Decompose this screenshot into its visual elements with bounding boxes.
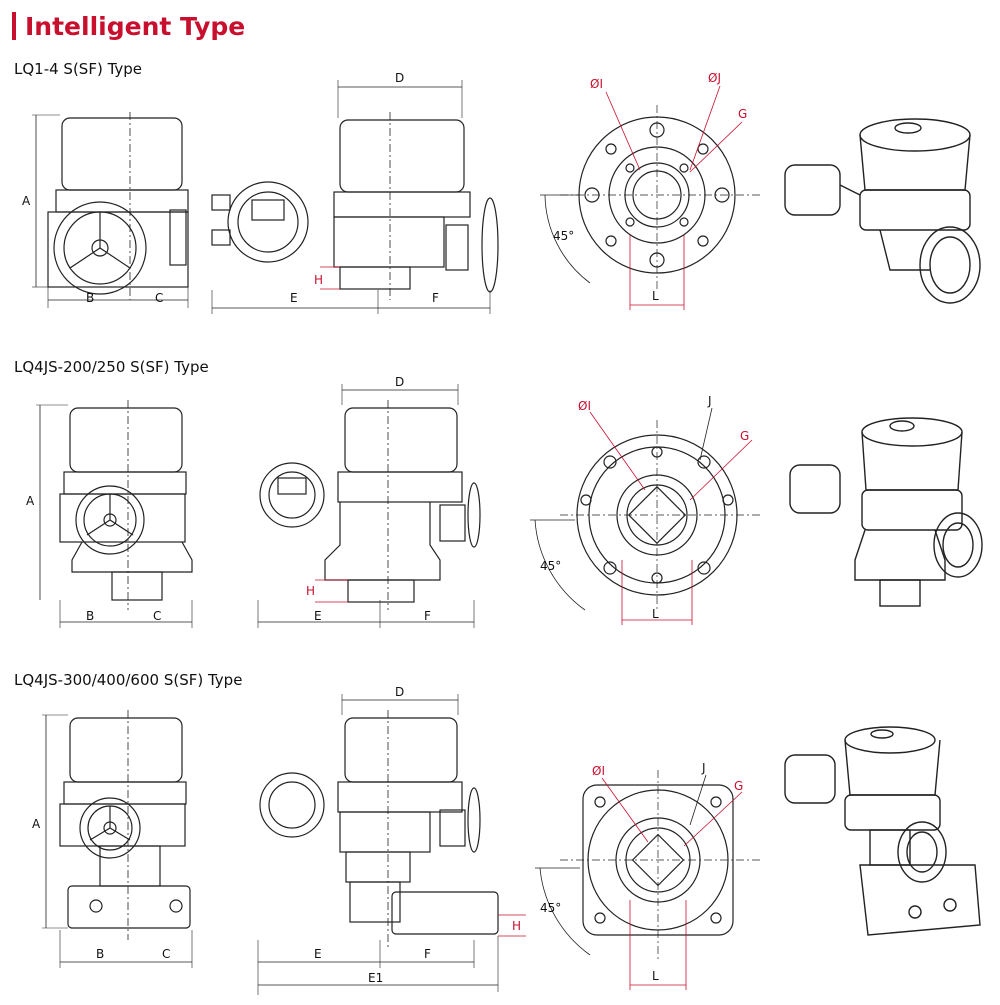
- section-title-1: LQ1-4 S(SF) Type: [14, 60, 143, 78]
- section1-3d-render: [784, 118, 981, 304]
- s2-dim-J: J: [707, 394, 712, 408]
- s2-dim-H: H: [306, 584, 315, 598]
- s3-dim-I: ØI: [592, 764, 605, 778]
- s3-dim-G: G: [734, 779, 743, 793]
- section3-flange-view: [535, 770, 760, 990]
- s2-dim-E: E: [314, 609, 322, 623]
- s3-dim-F: F: [424, 947, 431, 961]
- page-header: Intelligent Type: [12, 10, 245, 42]
- s2-dim-F: F: [424, 609, 431, 623]
- s3-dim-angle: 45°: [540, 901, 561, 915]
- section-title-3: LQ4JS-300/400/600 S(SF) Type: [14, 671, 243, 689]
- section-title-2: LQ4JS-200/250 S(SF) Type: [14, 358, 209, 376]
- s3-dim-L: L: [652, 969, 659, 983]
- section2-flange-view: [530, 407, 760, 625]
- s1-dim-angle: 45°: [553, 229, 574, 243]
- s2-dim-angle: 45°: [540, 559, 561, 573]
- s3-dim-C: C: [162, 947, 170, 961]
- s1-dim-L: L: [652, 289, 659, 303]
- section2-3d-render: [789, 417, 983, 607]
- page-title: Intelligent Type: [25, 11, 246, 41]
- section1-front-view: [32, 112, 189, 308]
- s3-dim-E1: E1: [368, 971, 383, 985]
- s2-dim-L: L: [652, 607, 659, 621]
- section2-front-view: [36, 400, 193, 628]
- s2-dim-A: A: [26, 494, 35, 508]
- s1-dim-E: E: [290, 291, 298, 305]
- s1-dim-B: B: [86, 291, 94, 305]
- s1-dim-C: C: [155, 291, 163, 305]
- s2-dim-B: B: [86, 609, 94, 623]
- s2-dim-G: G: [740, 429, 749, 443]
- section1-flange-view: [540, 85, 760, 310]
- s3-dim-B: B: [96, 947, 104, 961]
- s3-dim-H: H: [512, 919, 521, 933]
- s2-dim-C: C: [153, 609, 161, 623]
- s3-dim-A: A: [32, 817, 41, 831]
- s2-dim-D: D: [395, 375, 404, 389]
- section1-side-view: [211, 80, 499, 314]
- s1-dim-G: G: [738, 107, 747, 121]
- s1-dim-I: ØI: [590, 77, 603, 91]
- s1-dim-H: H: [314, 273, 323, 287]
- s2-dim-I: ØI: [578, 399, 591, 413]
- s1-dim-F: F: [432, 291, 439, 305]
- s3-dim-J: J: [701, 761, 706, 775]
- s1-dim-A: A: [22, 194, 31, 208]
- s1-dim-J: ØJ: [708, 71, 721, 85]
- s3-dim-D: D: [395, 685, 404, 699]
- s3-dim-E: E: [314, 947, 322, 961]
- section2-side-view: [257, 384, 481, 628]
- header-accent-bar: [12, 12, 16, 40]
- section3-front-view: [42, 710, 193, 968]
- s1-dim-D: D: [395, 71, 404, 85]
- section3-side-view: [257, 694, 526, 995]
- section3-3d-render: [784, 726, 981, 936]
